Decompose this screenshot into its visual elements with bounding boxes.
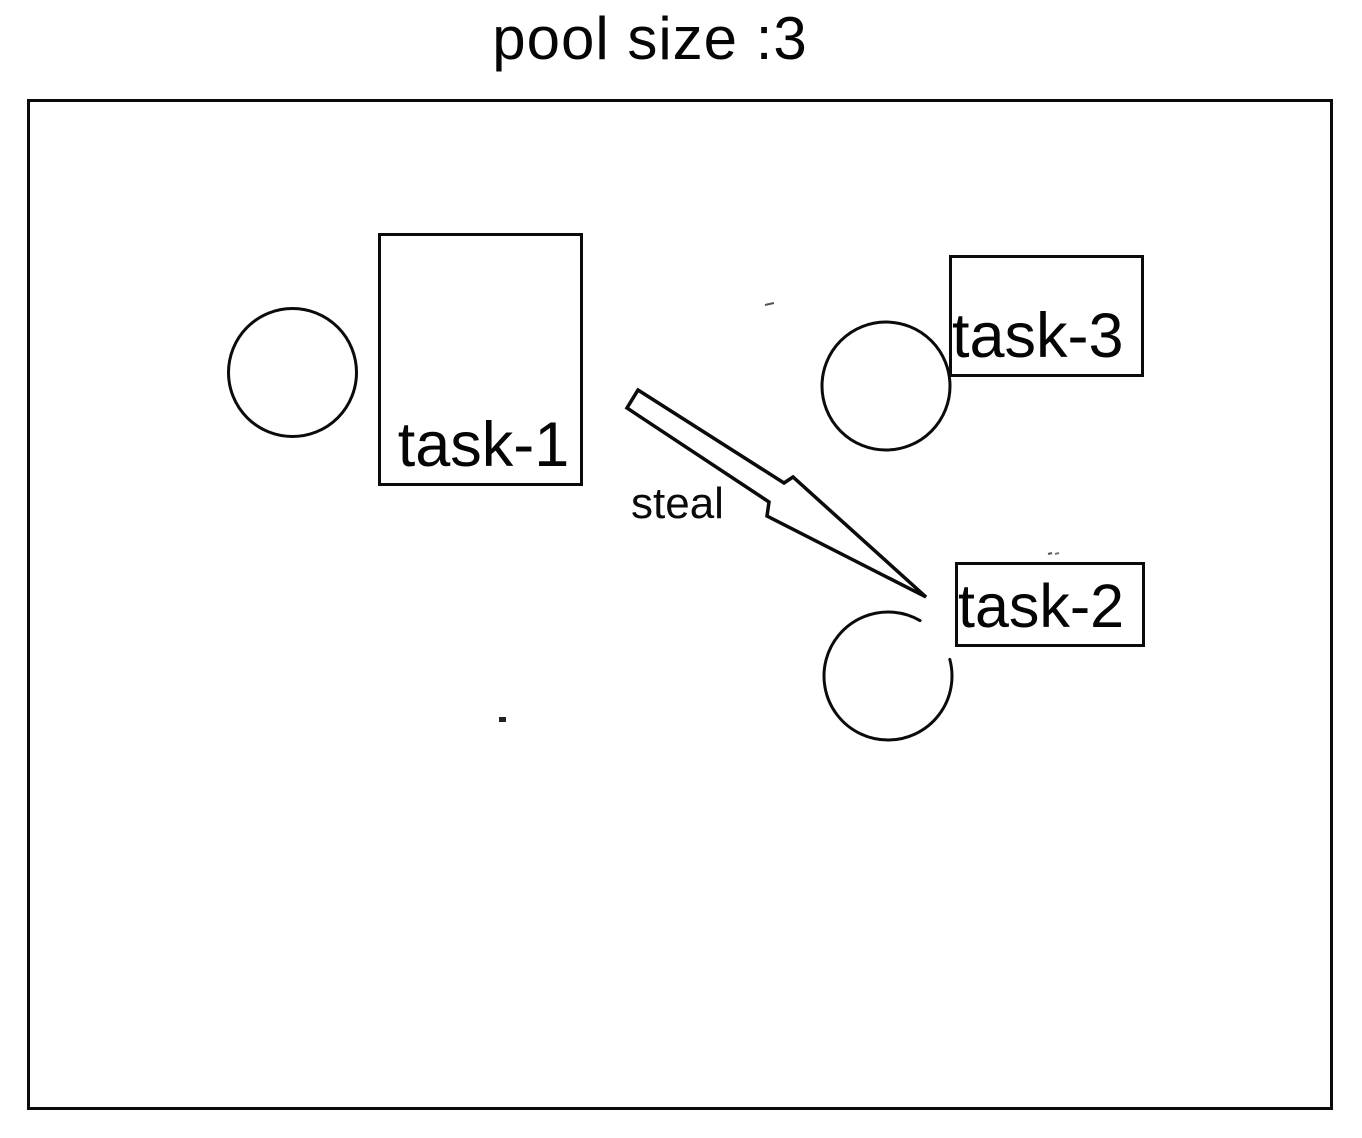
task-3-box: task-3 <box>949 255 1144 377</box>
pool-size-title: pool size :3 <box>492 5 808 72</box>
task-3-label: task-3 <box>952 301 1124 371</box>
pool-boundary <box>27 99 1333 1110</box>
task-2-box: task-2 <box>955 562 1145 647</box>
task-1-label: task-1 <box>397 410 570 480</box>
steal-annotation: steal <box>631 479 724 528</box>
task-2-label: task-2 <box>958 572 1125 640</box>
task-1-box: task-1 <box>378 233 583 486</box>
